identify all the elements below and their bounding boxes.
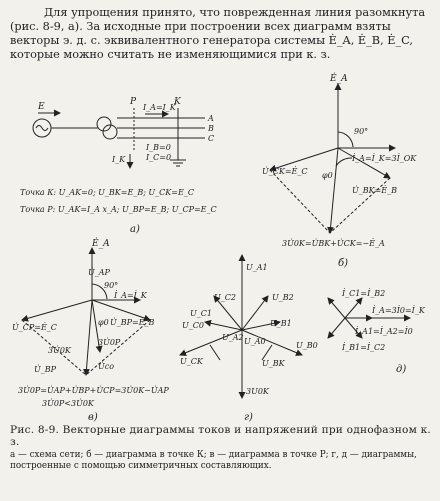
- uc2-label: U_C2: [214, 293, 236, 302]
- current-label-v: İ_A=İ_K: [113, 291, 148, 300]
- ubk-label: U̇_BK=Ė_B: [352, 186, 397, 195]
- u0k-label-v: 3U̇0K: [48, 346, 72, 355]
- ua2-label: U_A2: [222, 333, 244, 342]
- transformer-icon: [96, 116, 112, 132]
- caption-legend-1: а — схема сети; б — диаграмма в точке К;…: [10, 450, 417, 460]
- ea-label-b: Ė_A: [329, 72, 348, 84]
- ib1-label: İ_B1=İ_C2: [341, 343, 385, 352]
- angle-label-b: 90°: [354, 127, 368, 136]
- sub-label-g: г): [244, 412, 253, 423]
- phi-label-b: φ0: [322, 171, 333, 180]
- ic-label: I_C=0: [145, 153, 171, 162]
- construction-line-2: [329, 177, 391, 234]
- construction-line: [269, 169, 331, 234]
- ua1-label: U_A1: [246, 263, 268, 272]
- angle-arc-v: [91, 283, 108, 300]
- u0k-vector-v: [82, 299, 93, 376]
- ub0-vector: [261, 344, 273, 361]
- intro-paragraph: Для упрощения принято, что поврежденная …: [10, 6, 432, 62]
- caption-title: Рис. 8-9. Векторные диаграммы токов и на…: [10, 424, 431, 448]
- equation-1-v: 3U̇0P=U̇AP+U̇BP+U̇CP=3U̇0K−U̇AP: [18, 386, 169, 395]
- circuit-diagram: [32, 108, 205, 169]
- uck-label-g: U_CK: [180, 357, 204, 366]
- diagram-b: [269, 83, 396, 234]
- point-p-equation: Точка Р: U_AK=I_A x_A; U_BP=E_B; U_CP=E_…: [20, 205, 217, 214]
- transformer-icon-2: [102, 124, 118, 140]
- ub0-label: U_B0: [296, 341, 318, 350]
- ub2-label: U_B2: [272, 293, 294, 302]
- phase-b-label: B: [207, 124, 214, 133]
- i0-vector: [344, 317, 363, 339]
- uc0-vector: [209, 344, 221, 361]
- ia-label: I_A=I_K: [142, 103, 177, 112]
- uc1-label: U_C1: [190, 309, 212, 318]
- angle-label-v: 90°: [104, 281, 118, 290]
- p-label: P: [129, 97, 137, 107]
- uc0-label: U_C0: [182, 321, 204, 330]
- ea-label-v: Ė_A: [91, 237, 110, 249]
- uck-label: U̇_CK=Ė_C: [262, 167, 308, 176]
- ik-label: I_K: [111, 155, 126, 164]
- ubk-vector-g: [241, 329, 303, 356]
- ic1-vector: [327, 297, 346, 319]
- ubp-vector: [91, 299, 151, 322]
- ia-label-d: İ_A=3İ0=İ_K: [371, 306, 426, 315]
- ia2-vector: [344, 297, 363, 319]
- ub2-vector: [241, 295, 269, 331]
- ucp-vector: [21, 299, 93, 322]
- ucp-label: U̇_CP=Ė_C: [12, 323, 57, 332]
- sub-label-d: д): [396, 364, 406, 375]
- ub1-vector: [241, 319, 281, 331]
- e-label: E: [37, 102, 45, 112]
- uck-vector-g: [179, 329, 243, 357]
- intro-line-3: векторы э. д. с. эквивалентного генерато…: [10, 34, 414, 47]
- uc1-vector: [204, 319, 243, 331]
- intro-line-2: (рис. 8-9, а). За исходные при построени…: [10, 20, 391, 33]
- intro-line-4: которые можно считать не изменяющимися п…: [10, 48, 331, 61]
- uck-vector: [269, 147, 339, 172]
- u0p-label: 3U̇0P: [98, 338, 121, 347]
- ubk-label-g: U_BK: [262, 359, 286, 368]
- figure-caption: Рис. 8-9. Векторные диаграммы токов и на…: [10, 424, 434, 472]
- ia1-label: İ_A1=İ_A2=İ0: [354, 327, 413, 336]
- k-label: K: [173, 97, 182, 107]
- diagram-g: [179, 254, 303, 399]
- ubp2-label: U̇_BP: [34, 365, 57, 374]
- ubk-vector: [337, 147, 391, 179]
- u0p-vector: [91, 299, 103, 353]
- sub-label-a: а): [130, 224, 140, 235]
- sub-label-b: б): [338, 258, 348, 269]
- ib-label: I_B=0: [145, 143, 171, 152]
- construction-line-v2: [85, 319, 151, 376]
- point-k-equation: Точка К: U_AK=0; U_BK=E_B; U_CK=E_C: [20, 188, 194, 197]
- ic1-label: İ_C1=İ_B2: [341, 289, 385, 298]
- construction-line-v: [21, 319, 87, 376]
- sum-label-b: 3U̇0K=U̇BK+U̇CK=−Ė_A: [282, 239, 385, 248]
- generator-wave-icon: [35, 125, 49, 131]
- phi-label-v: φ0: [98, 318, 109, 327]
- angle-arc: [337, 131, 354, 148]
- ub1-label: U_B1: [270, 319, 292, 328]
- intro-line-1: Для упрощения принято, что поврежденная …: [44, 6, 426, 19]
- ubp-label: U̇_BP=Ė_B: [110, 318, 155, 327]
- u0k-vector: [327, 147, 339, 234]
- phase-c-label: C: [208, 134, 214, 143]
- diagram-v: [21, 247, 151, 376]
- sub-label-v: в): [88, 412, 98, 423]
- ib1-vector: [327, 317, 346, 339]
- uc2-vector: [213, 295, 243, 331]
- ua0-label: U_A0: [244, 337, 266, 346]
- equation-2-v: 3U̇0P<3U̇0K: [42, 399, 95, 408]
- caption-legend-2: построенные с помощью симметричных соста…: [10, 461, 272, 471]
- diagram-d: [327, 297, 411, 339]
- uco-label: U̇co: [98, 362, 114, 371]
- phi-arc: [335, 157, 353, 167]
- phase-a-label: A: [207, 114, 214, 123]
- uap-label: U̇_AP: [88, 268, 111, 277]
- current-label-b: İ_A=İ_K=3İ_OK: [351, 154, 417, 163]
- u3ok-label: 3U0K: [246, 387, 270, 396]
